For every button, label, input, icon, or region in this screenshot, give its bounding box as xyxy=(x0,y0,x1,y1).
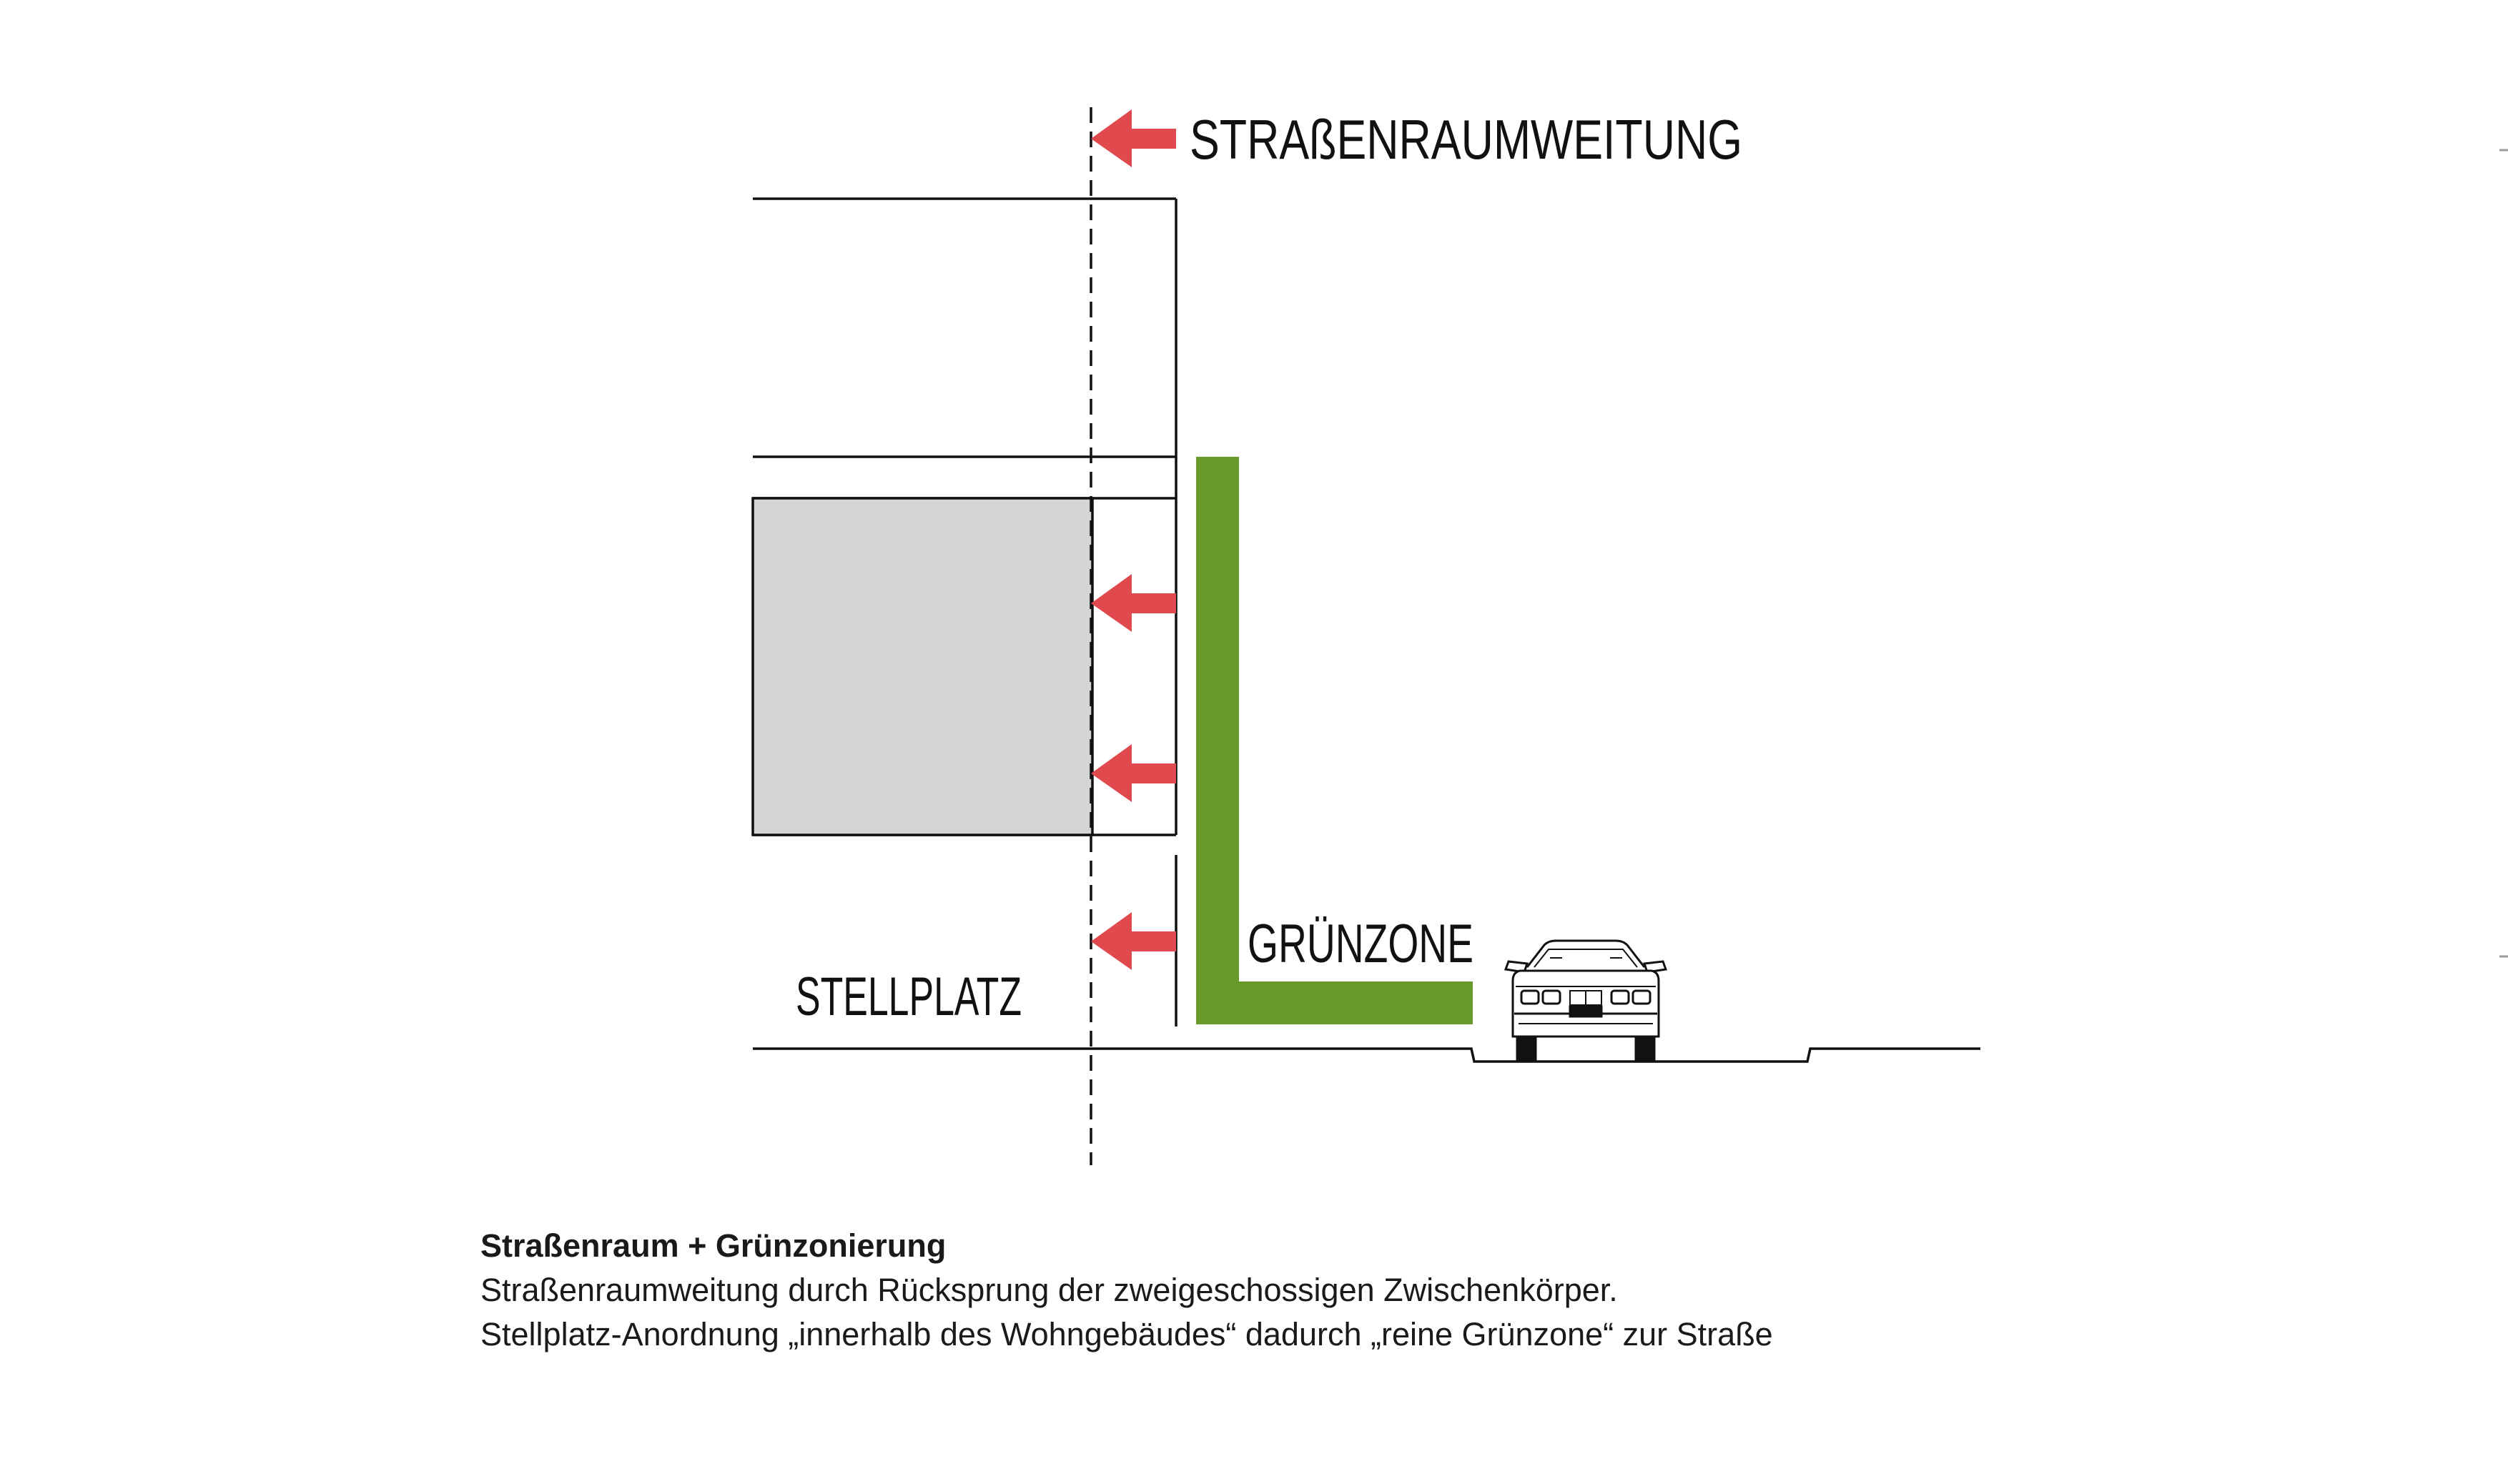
arrow-left-icon xyxy=(1091,744,1176,802)
caption-line-1: Straßenraumweitung durch Rücksprung der … xyxy=(480,1272,1618,1308)
caption-line-2: Stellplatz-Anordnung „innerhalb des Wohn… xyxy=(480,1316,1773,1352)
label-green-zone: GRÜNZONE xyxy=(1248,914,1473,974)
arrow-left-icon xyxy=(1091,912,1176,970)
label-street-widening: STRAßENRAUMWEITUNG xyxy=(1190,108,1742,171)
green-zone-shape xyxy=(1196,457,1473,1024)
parking-area xyxy=(751,497,1094,836)
caption-block: Straßenraum + Grünzonierung Straßenraumw… xyxy=(480,1224,2196,1357)
caption-title: Straßenraum + Grünzonierung xyxy=(480,1227,947,1264)
street-ground-line xyxy=(753,1047,1980,1063)
arrow-left-icon xyxy=(1091,109,1176,167)
car-front-icon xyxy=(1504,939,1668,1061)
arrow-left-icon xyxy=(1091,574,1176,632)
label-parking: STELLPLATZ xyxy=(796,966,1022,1027)
